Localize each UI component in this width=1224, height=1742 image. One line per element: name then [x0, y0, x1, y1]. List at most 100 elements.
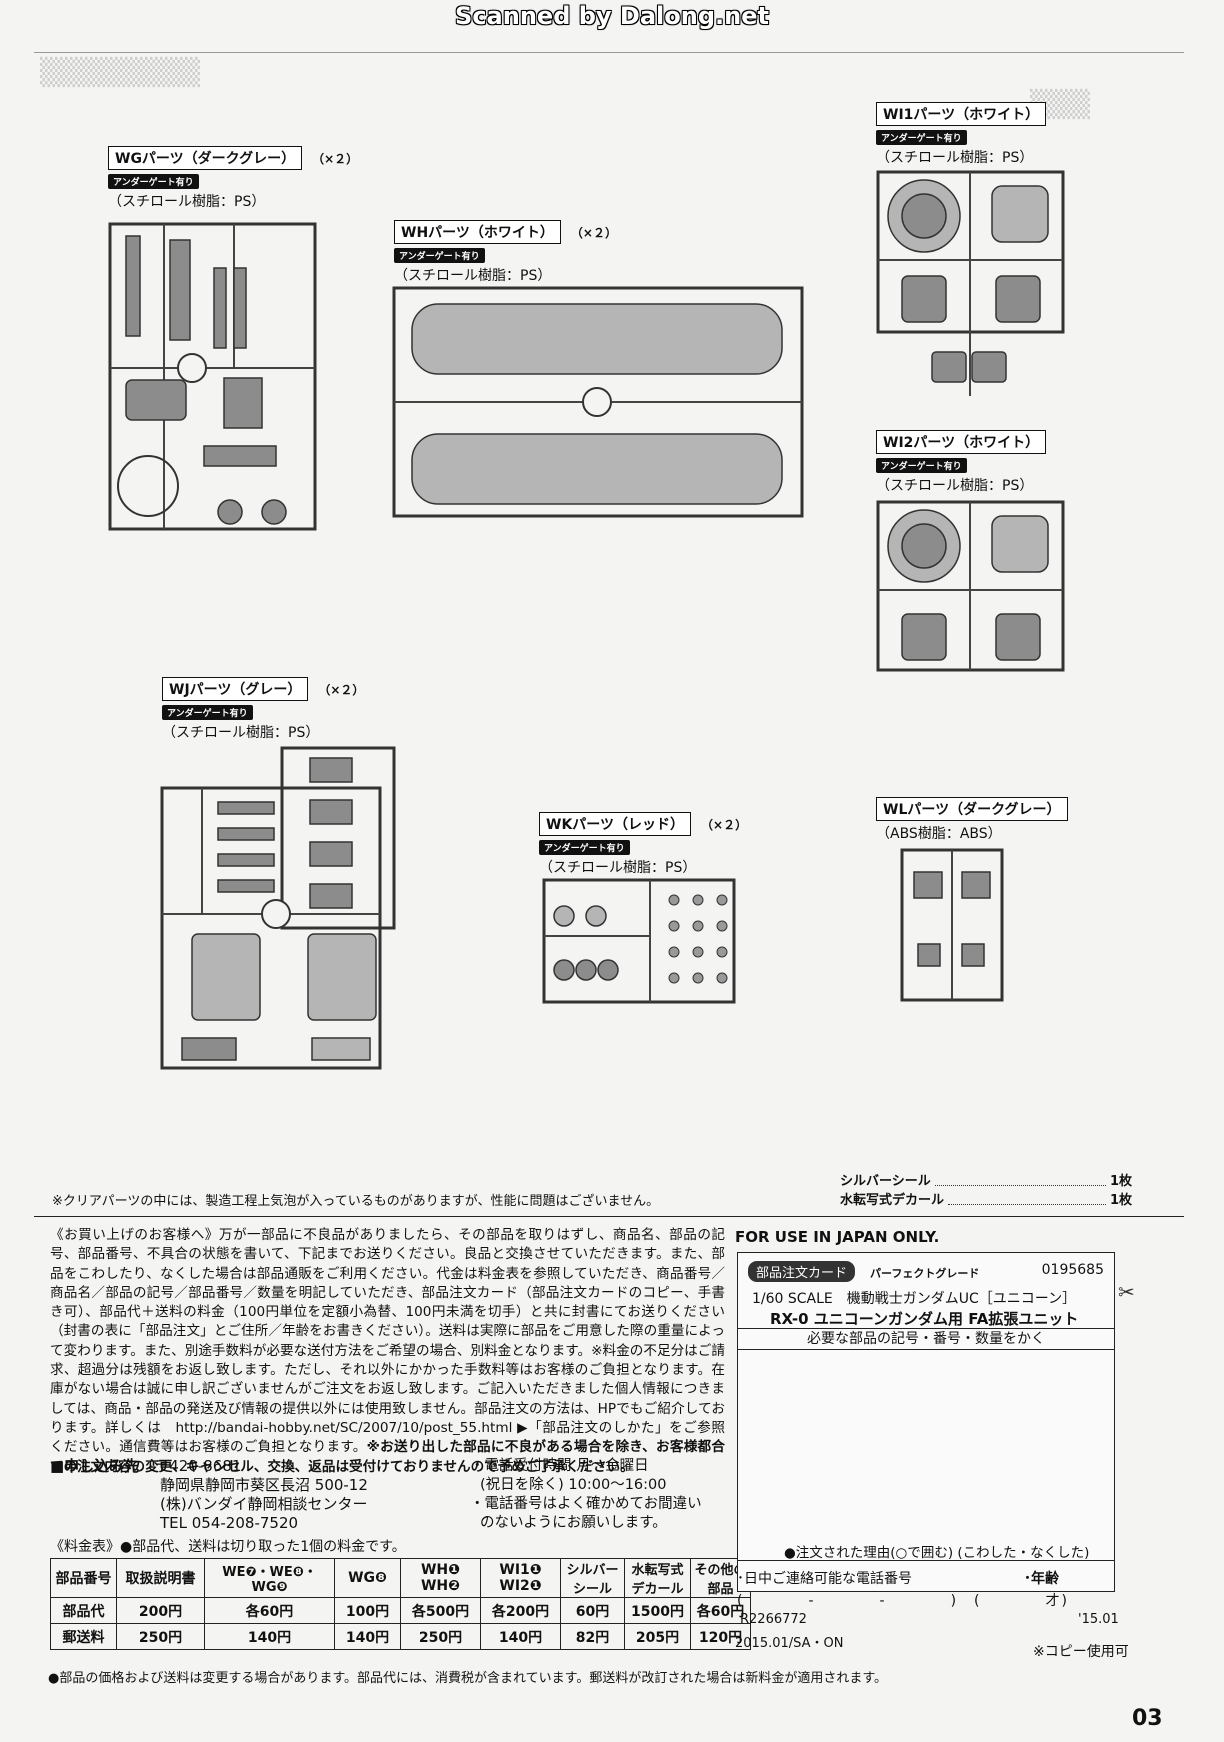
sprue-wk-label: WKパーツ（レッド）	[539, 812, 692, 836]
sprue-wl-material: （ABS樹脂：ABS）	[876, 826, 1002, 842]
sprue-wh-qty: （×２）	[570, 226, 617, 240]
sprue-wj-drawing	[160, 746, 396, 1070]
japan-only-label: FOR USE IN JAPAN ONLY.	[735, 1228, 940, 1246]
sprue-wh-label: WHパーツ（ホワイト）	[394, 220, 561, 244]
section-divider	[34, 1216, 1184, 1217]
order-card-reason: ●注文された理由(○で囲む) (こわした・なくした)	[784, 1545, 1090, 1561]
sprue-wk-undergate: アンダーゲート有り	[539, 840, 630, 855]
fee-header-cell: シルバーシール	[560, 1558, 625, 1598]
fee-cell: 200円	[116, 1597, 205, 1624]
apply-tel: TEL 054-208-7520	[160, 1514, 299, 1532]
sprue-wg-header: WGパーツ（ダークグレー） （×２） アンダーゲート有り （スチロール樹脂：PS…	[108, 146, 358, 211]
order-card-write-area[interactable]	[746, 1355, 1106, 1535]
sprue-area-frame	[34, 52, 1184, 1208]
fee-cell: 各500円	[400, 1597, 481, 1624]
phone-hours-note: (祝日を除く) 10:00〜16:00	[480, 1477, 667, 1493]
sprue-wl-label: WLパーツ（ダークグレー）	[876, 797, 1068, 821]
sprue-wh-undergate: アンダーゲート有り	[394, 248, 485, 263]
application-address: ■申し込み先 〒420-8681 静岡県静岡市葵区長沼 500-12 (株)バン…	[50, 1457, 368, 1533]
fee-cell: 部品代	[50, 1597, 117, 1624]
parts-order-card: 部品注文カード パーフェクトグレード 0195685 1/60 SCALE 機動…	[737, 1252, 1115, 1592]
leader-dots	[948, 1191, 1106, 1205]
apply-label: ■申し込み先	[50, 1457, 140, 1475]
clear-parts-note: ※クリアパーツの中には、製造工程上気泡が入っているものがありますが、性能に問題は…	[52, 1194, 660, 1209]
scissors-icon: ✂	[1118, 1280, 1135, 1304]
sprue-wg-undergate: アンダーゲート有り	[108, 174, 199, 189]
sprue-wj-label: WJパーツ（グレー）	[162, 677, 309, 701]
sprue-wk-qty: （×２）	[701, 818, 748, 832]
fee-table-header-row: 部品番号 取扱説明書 WE❼・WE❽・WG❾ WG❽ WH❶ WH❷ WI1❶ …	[50, 1558, 751, 1598]
fee-header-cell: WI1❶ WI2❶	[480, 1558, 561, 1598]
sprue-wg-qty: （×２）	[312, 152, 359, 166]
fee-table-row-shipping: 郵送料 250円 140円 140円 250円 140円 82円 205円 12…	[50, 1623, 751, 1650]
extras-item: シルバーシール 1枚	[840, 1172, 1132, 1191]
order-card-date: '15.01	[1078, 1612, 1119, 1627]
fee-header-cell: 取扱説明書	[116, 1558, 205, 1598]
sprue-wj-header: WJパーツ（グレー） （×２） アンダーゲート有り （スチロール樹脂：PS）	[162, 677, 364, 742]
sprue-wj-undergate: アンダーゲート有り	[162, 705, 253, 720]
customer-notice: 《お買い上げのお客様へ》万が一部品に不良品がありましたら、その部品を取りはずし、…	[50, 1226, 725, 1477]
order-card-kit-name: RX-0 ユニコーンガンダム用 FA拡張ユニット	[770, 1310, 1079, 1328]
extras-item-qty: 1枚	[1109, 1193, 1132, 1208]
phone-info: ・電話受付時間 月〜金曜日 (祝日を除く) 10:00〜16:00 ・電話番号は…	[470, 1458, 702, 1531]
sprue-wi2-material: （スチロール樹脂：PS）	[876, 478, 1034, 494]
order-card-age-label: ･年齢	[1024, 1571, 1059, 1587]
order-card-bottom-rule	[738, 1560, 1114, 1561]
fee-cell: 140円	[334, 1623, 401, 1650]
print-code: 2015.01/SA・ON	[735, 1636, 844, 1651]
order-card-instructions: 必要な部品の記号・番号・数量をかく	[738, 1328, 1114, 1350]
fee-header-cell: WG❽	[334, 1558, 401, 1598]
sprue-wk-drawing	[542, 878, 736, 1004]
notice-no-returns: ※お送り出した部品に不良がある場合を除き、お客様都合での注文内容の変更、キャンセ…	[50, 1439, 725, 1475]
extras-item-qty: 1枚	[1109, 1174, 1132, 1189]
sprue-wg-drawing	[108, 222, 317, 531]
fee-header-cell: WE❼・WE❽・WG❾	[204, 1558, 335, 1598]
sprue-wl-header: WLパーツ（ダークグレー） （ABS樹脂：ABS）	[876, 797, 1068, 843]
fee-cell: 各60円	[690, 1597, 751, 1624]
order-card-badge: 部品注文カード	[748, 1261, 856, 1282]
sprue-wi1-header: WI1パーツ（ホワイト） アンダーゲート有り （スチロール樹脂：PS）	[876, 102, 1047, 167]
price-change-note: ●部品の価格および送料は変更する場合があります。部品代には、消費税が含まれていま…	[48, 1671, 888, 1686]
apply-zip: 〒420-8681	[154, 1457, 242, 1475]
fee-cell: 60円	[560, 1597, 625, 1624]
fee-header-cell: 部品番号	[50, 1558, 117, 1598]
page-number: 03	[1132, 1706, 1163, 1731]
sprue-wh-drawing	[392, 286, 804, 518]
extras-item-name: 水転写式デカール	[840, 1193, 945, 1208]
order-card-scale: 1/60 SCALE 機動戦士ガンダムUC［ユニコーン］	[752, 1291, 1077, 1307]
sprue-wk-material: （スチロール樹脂：PS）	[539, 860, 697, 876]
sprue-wj-qty: （×２）	[318, 683, 365, 697]
fee-cell: 各200円	[480, 1597, 561, 1624]
fee-cell: 1500円	[624, 1597, 691, 1624]
extras-list: シルバーシール 1枚 水転写式デカール 1枚	[840, 1172, 1132, 1210]
fee-header-cell: WH❶ WH❷	[400, 1558, 481, 1598]
bleed-through-text-1: ▒▒▒▒▒▒▒▒	[40, 58, 200, 88]
sprue-wh-material: （スチロール樹脂：PS）	[394, 268, 552, 284]
fee-cell: 100円	[334, 1597, 401, 1624]
notice-body: 《お買い上げのお客様へ》万が一部品に不良品がありましたら、その部品を取りはずし、…	[50, 1227, 725, 1456]
fee-cell: 250円	[400, 1623, 481, 1650]
order-card-grade: パーフェクトグレード	[870, 1267, 980, 1280]
fee-table-row-parts: 部品代 200円 各60円 100円 各500円 各200円 60円 1500円…	[50, 1597, 751, 1624]
apply-company: (株)バンダイ静岡相談センター	[160, 1495, 368, 1513]
sprue-wi2-undergate: アンダーゲート有り	[876, 458, 967, 473]
scan-watermark: Scanned by Dalong.net	[455, 2, 769, 30]
sprue-wg-label: WGパーツ（ダークグレー）	[108, 146, 303, 170]
extras-item-name: シルバーシール	[840, 1174, 931, 1189]
extras-item: 水転写式デカール 1枚	[840, 1191, 1132, 1210]
fee-cell: 140円	[480, 1623, 561, 1650]
fee-cell: 各60円	[204, 1597, 335, 1624]
phone-check-2: のないようにお願いします。	[480, 1515, 667, 1531]
fee-table-title: 《料金表》●部品代、送料は切り取った1個の料金です。	[50, 1539, 406, 1555]
sprue-wi2-drawing	[876, 500, 1065, 672]
order-card-phone-blank[interactable]: ( - - ) ( 才)	[737, 1593, 1069, 1609]
sprue-wi2-label: WI2パーツ（ホワイト）	[876, 430, 1047, 454]
order-card-contact-label: ･日中ご連絡可能な電話番号	[737, 1571, 912, 1587]
sprue-wi2-header: WI2パーツ（ホワイト） アンダーゲート有り （スチロール樹脂：PS）	[876, 430, 1047, 495]
fee-cell: 205円	[624, 1623, 691, 1650]
sprue-wj-material: （スチロール樹脂：PS）	[162, 725, 320, 741]
fee-cell: 120円	[690, 1623, 751, 1650]
sprue-wi1-undergate: アンダーゲート有り	[876, 130, 967, 145]
leader-dots	[934, 1172, 1106, 1186]
fee-cell: 250円	[116, 1623, 205, 1650]
